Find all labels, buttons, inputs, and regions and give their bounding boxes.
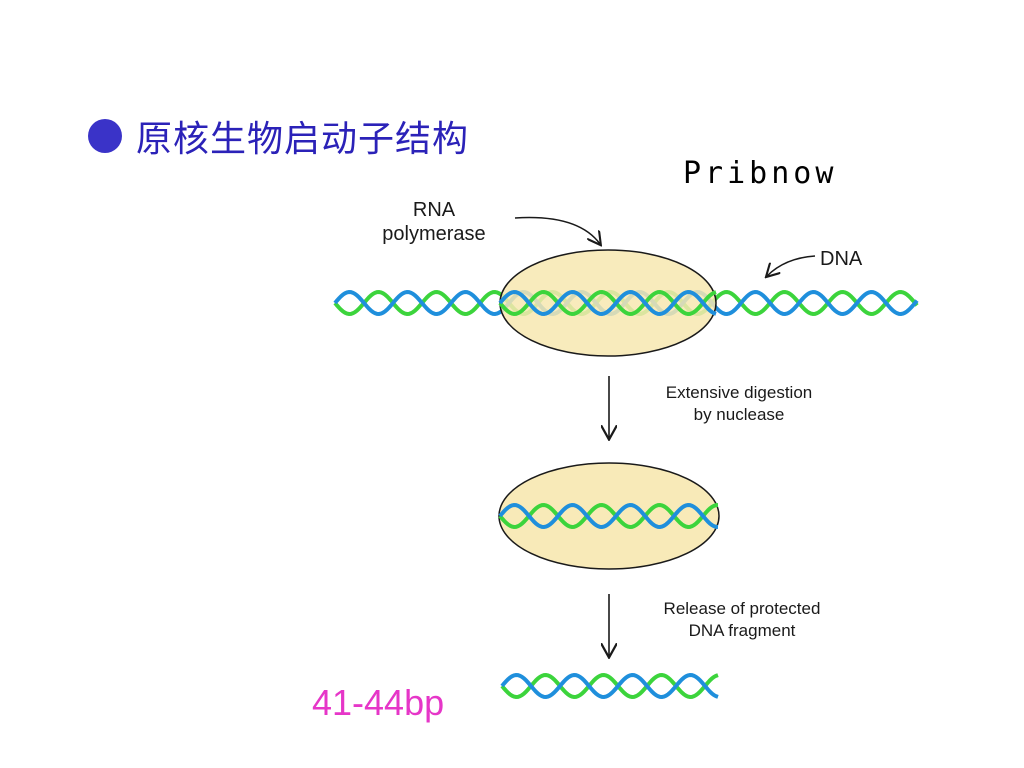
step1-text-line2: by nuclease bbox=[694, 405, 785, 424]
title-text: 原核生物启动子结构 bbox=[136, 119, 470, 160]
dna-protected-helix bbox=[498, 502, 719, 530]
dna-pointer bbox=[767, 255, 816, 276]
rna-label-line2: polymerase bbox=[382, 223, 485, 245]
pribnow-label: Pribnow bbox=[683, 156, 838, 191]
step2-text-line2: DNA fragment bbox=[689, 621, 796, 640]
bullet-icon bbox=[88, 119, 122, 153]
dna-released-fragment bbox=[500, 672, 719, 700]
step1-text-line1: Extensive digestion bbox=[666, 383, 812, 402]
slide-title: 原核生物启动子结构 bbox=[88, 110, 469, 162]
fragment-length-label: 41-44bp bbox=[312, 682, 445, 723]
rna-polymerase-ellipse-2 bbox=[498, 462, 720, 570]
dna-covered-helix bbox=[498, 289, 717, 317]
rna-label-line1: RNA bbox=[413, 199, 456, 221]
rna-polymerase-pointer bbox=[514, 216, 600, 244]
rna-polymerase-ellipse bbox=[499, 249, 717, 357]
dna-label: DNA bbox=[820, 248, 863, 270]
step2-text-line1: Release of protected bbox=[664, 599, 821, 618]
